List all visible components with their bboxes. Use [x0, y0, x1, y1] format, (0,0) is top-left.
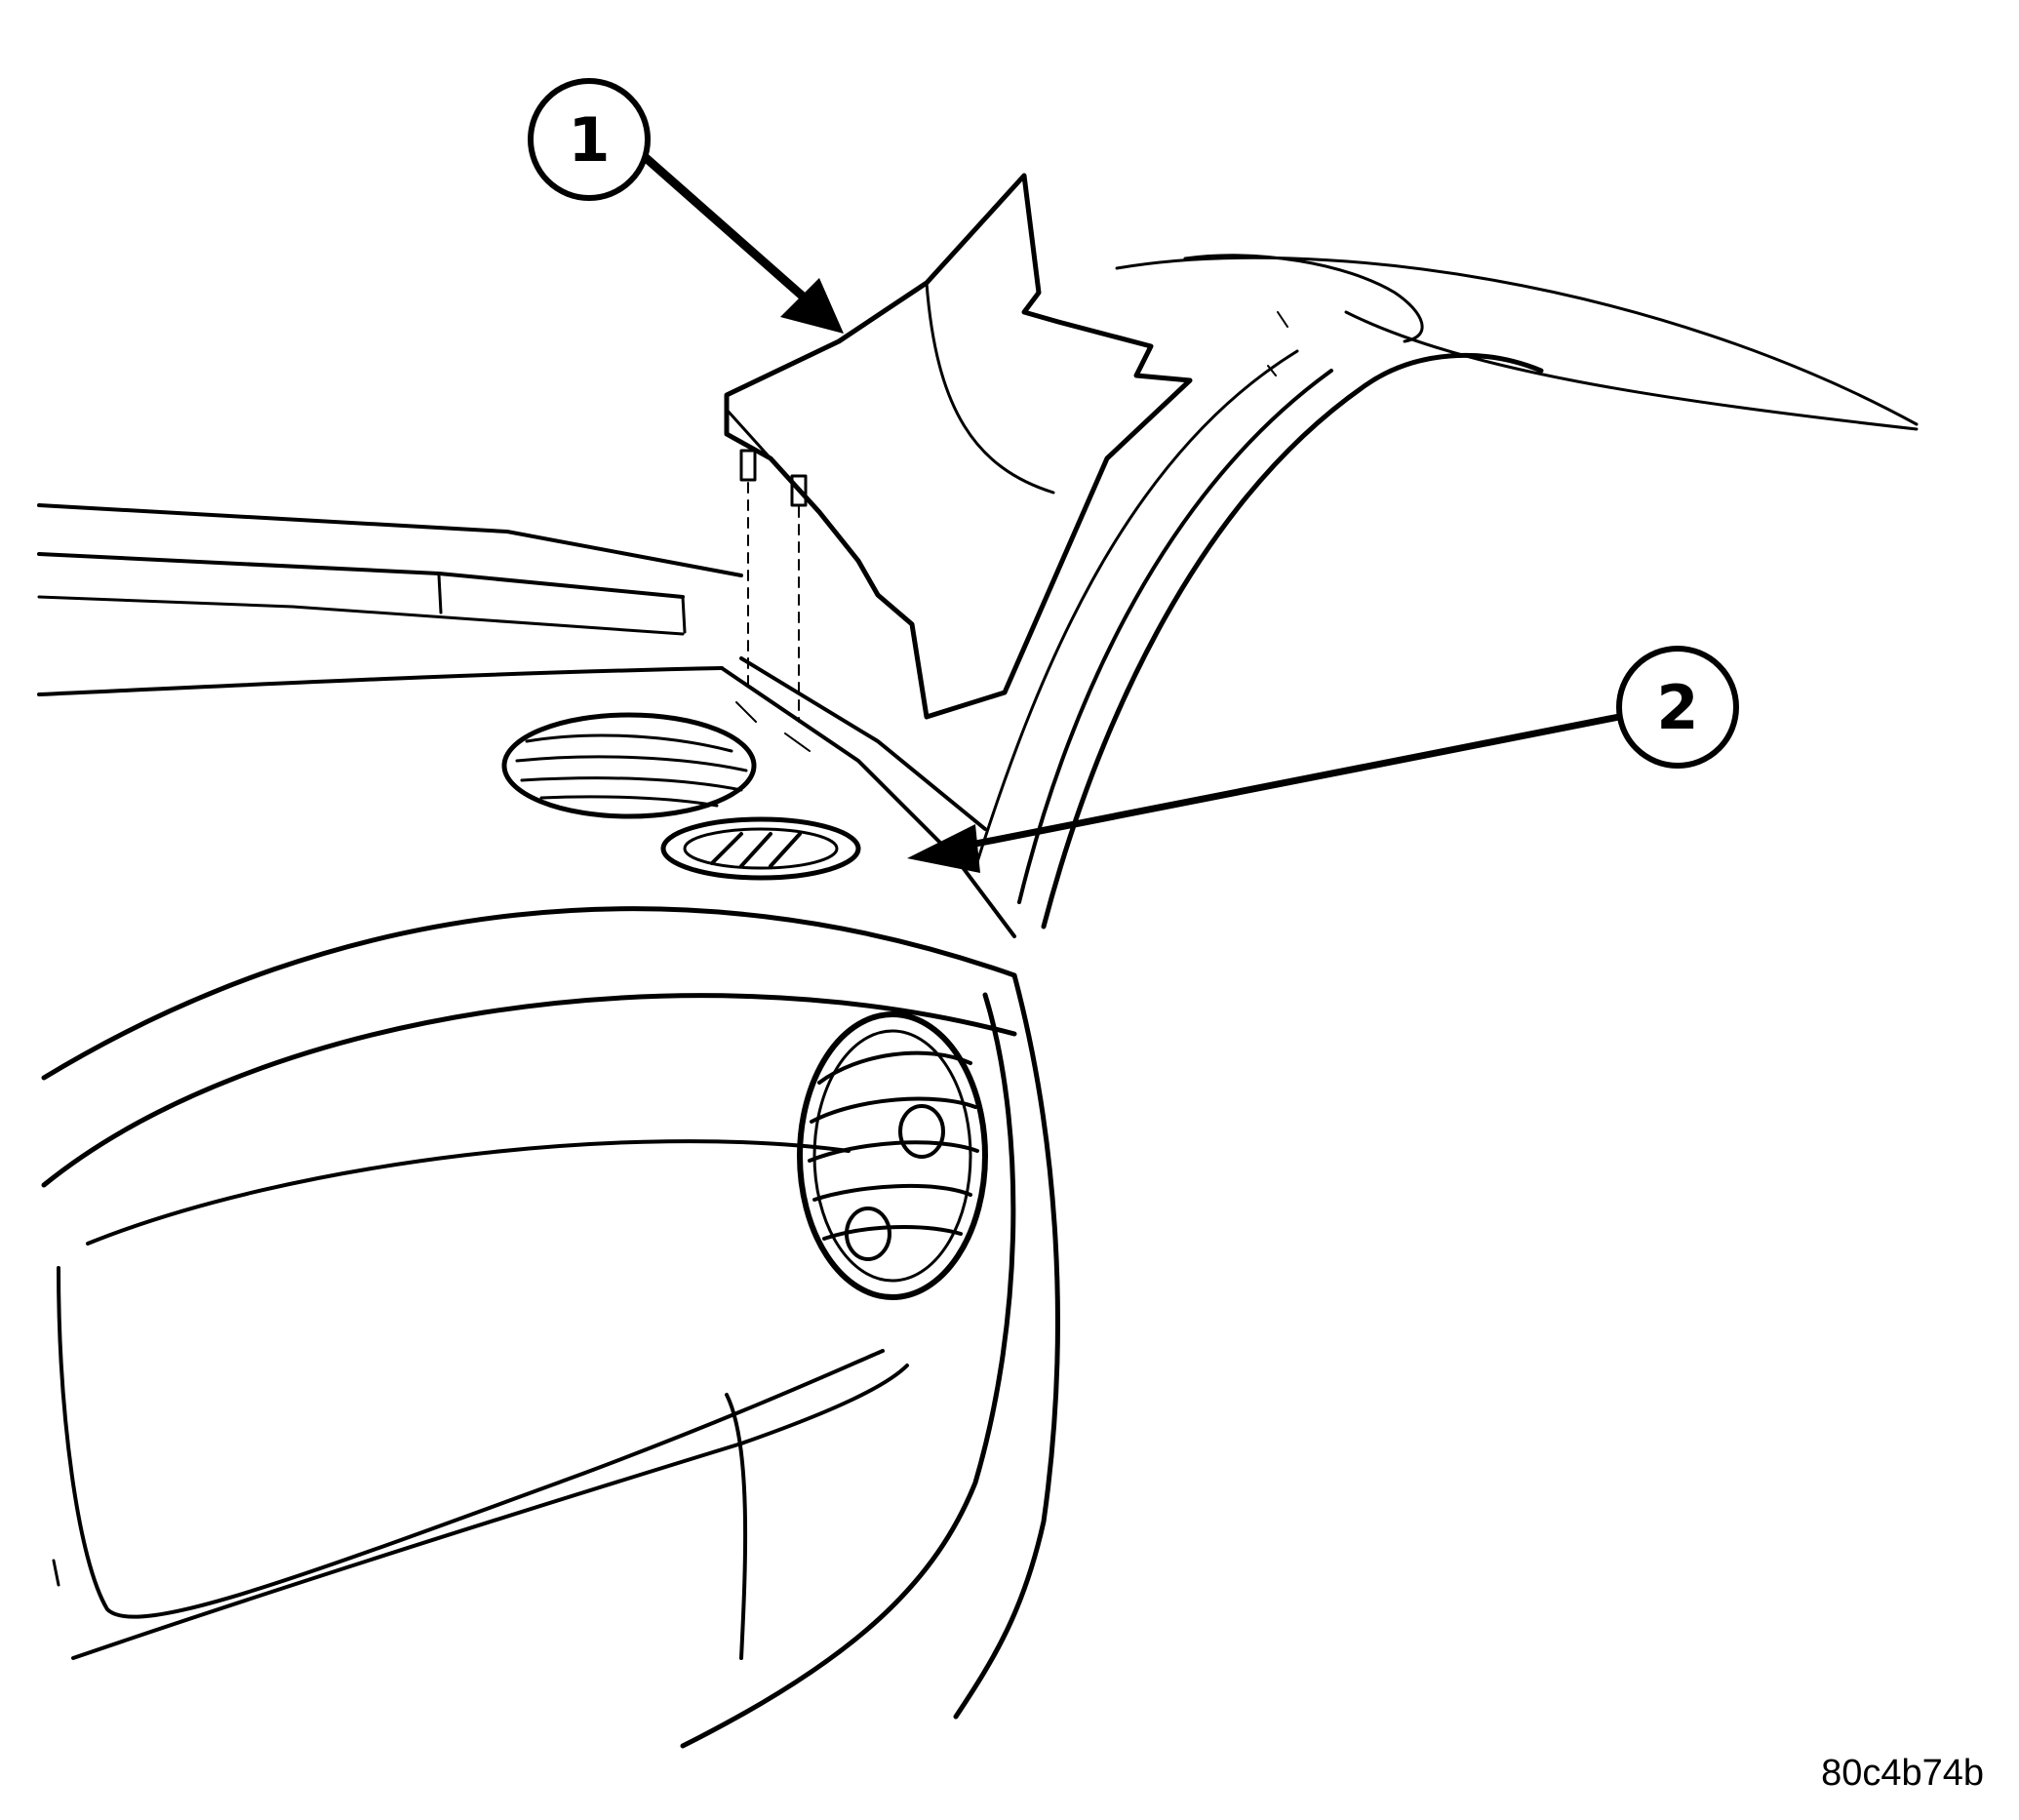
callout-2-label: 2 — [1656, 672, 1698, 743]
callout-1-label: 1 — [568, 104, 610, 176]
a-pillar-trim-cover — [724, 173, 1193, 752]
defroster-vent — [660, 816, 861, 881]
callout-1: 1 — [528, 78, 651, 201]
figure-id: 80c4b74b — [1821, 1753, 1984, 1794]
callout-1-arrow — [639, 151, 844, 334]
instrument-panel-lower — [41, 906, 1060, 1749]
round-side-vent — [797, 1011, 988, 1300]
dash-top-surface — [720, 656, 1016, 938]
windshield-cowl-lines — [37, 503, 743, 696]
callout-2-circle — [1616, 646, 1739, 769]
a-pillar — [973, 254, 1919, 930]
callout-1-circle — [528, 78, 651, 201]
callout-2-arrow — [907, 713, 1623, 873]
speaker-grille — [501, 712, 757, 819]
callout-2: 2 — [1616, 646, 1739, 769]
